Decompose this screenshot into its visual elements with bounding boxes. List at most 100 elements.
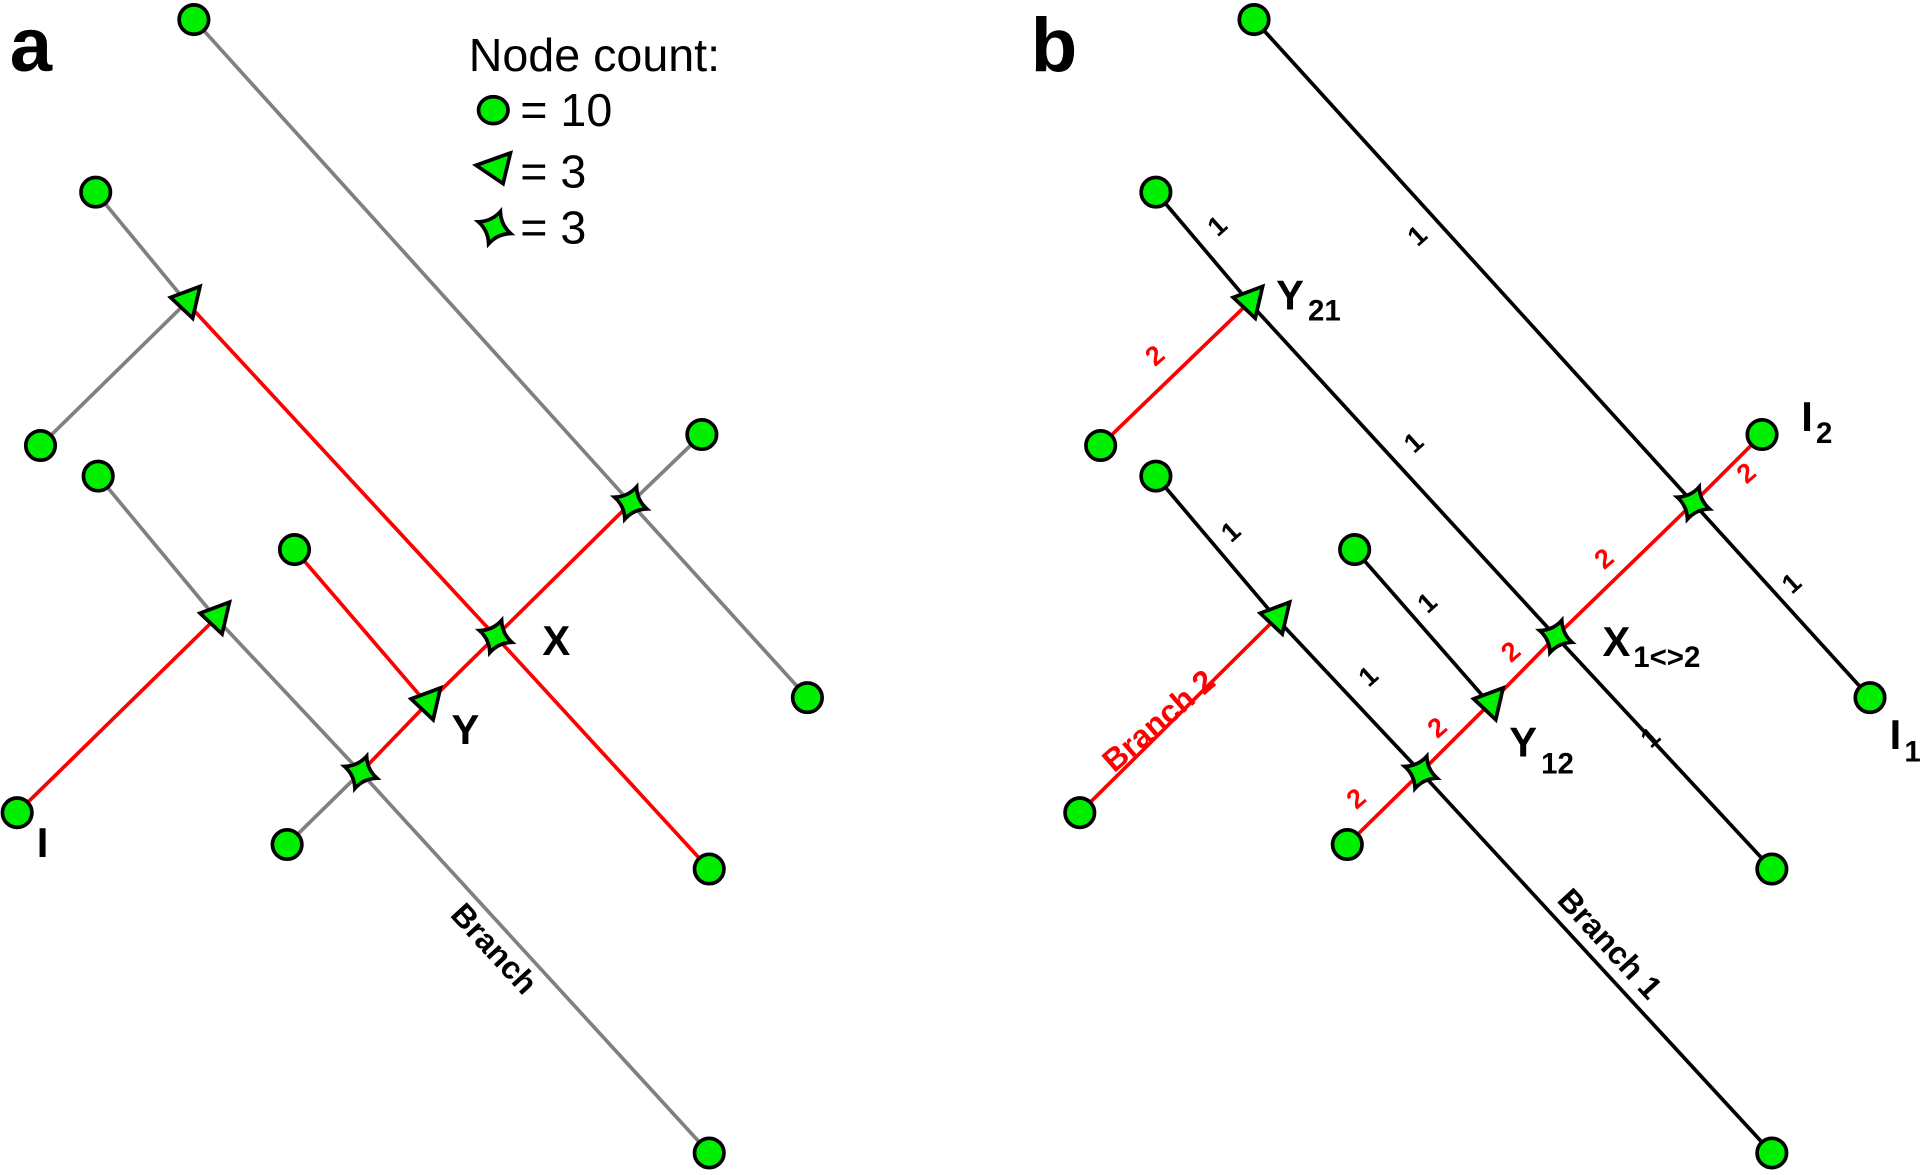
label-I2-sub: 2 [1816, 417, 1832, 450]
b-edge-c4-t2 [1154, 474, 1278, 620]
a-circle-node-c9 [790, 681, 824, 715]
edge-weight-label: 2 [1139, 339, 1170, 371]
b-circle-node-c9 [1853, 681, 1887, 715]
b-circle-node-c6 [1063, 796, 1097, 830]
label-I1-sub: 1 [1904, 735, 1920, 768]
a-edge-t2-s3 [214, 616, 363, 774]
label-Y: Y [452, 706, 480, 753]
label-Y21-main: Y [1276, 272, 1304, 319]
a-edge-s1-c9 [629, 501, 809, 699]
edge-weight-label: 2 [1731, 457, 1762, 489]
a-edge-c3-t1 [39, 301, 188, 447]
b-circle-node-c4 [1139, 459, 1173, 493]
a-circle-node-c4 [81, 459, 115, 493]
legend-item-triangle: = 3 [472, 145, 586, 197]
circle-node-icon [476, 94, 510, 126]
b-edge-c7-s3 [1346, 771, 1423, 846]
a-circle-node-c7 [270, 828, 304, 862]
b-circle-node-c10 [1755, 852, 1789, 886]
b-edge-s2-s1 [1554, 501, 1695, 638]
b-edge-s3-t3 [1419, 702, 1491, 774]
legend-circle-count: = 10 [520, 84, 612, 136]
a-circle-node-c3 [23, 428, 58, 463]
edge-weight-label: 1 [1776, 567, 1807, 599]
legend-title: Node count: [469, 29, 720, 81]
legend-item-star: = 3 [470, 202, 586, 254]
b-circle-node-c3 [1084, 428, 1118, 463]
edge-weight-label: 1 [1202, 210, 1233, 242]
label-X12: X 1<>2 [1603, 618, 1701, 674]
a-edge-c1-s1 [192, 18, 633, 505]
panel-a: a Node count: = 10 = 3 = 3 I X Y Branch [0, 3, 824, 1170]
panel-a-nodes [0, 3, 824, 1170]
panel-b-nodes [1063, 3, 1887, 1170]
b-edge-t1-s2 [1247, 301, 1558, 638]
a-circle-node-c1 [177, 3, 211, 37]
a-edge-s2-c10 [494, 635, 711, 871]
label-Y12-sub: 12 [1541, 748, 1574, 781]
b-edge-c2-t1 [1154, 190, 1251, 304]
a-edge-c2-t1 [94, 190, 188, 304]
edge-weight-label: 1 [1215, 516, 1246, 548]
label-branch-1: Branch 1 [1551, 881, 1670, 1006]
label-Y12-main: Y [1509, 718, 1537, 765]
legend-triangle-count: = 3 [520, 145, 586, 197]
b-edge-s2-c10 [1554, 635, 1774, 871]
a-circle-node-c5 [277, 533, 312, 567]
edge-weight-label: 2 [1495, 635, 1526, 667]
b-edge-c5-t3 [1353, 548, 1492, 705]
star-node-icon [470, 203, 519, 252]
b-circle-node-c8 [1745, 417, 1779, 452]
legend-star-count: = 3 [520, 202, 586, 254]
legend: Node count: = 10 = 3 = 3 [469, 29, 720, 254]
edge-weight-label: 1 [1402, 220, 1433, 252]
label-branch: Branch [444, 896, 545, 1001]
b-edge-c1-s1 [1252, 18, 1695, 505]
a-circle-node-c11 [692, 1136, 726, 1170]
b-circle-node-c1 [1237, 3, 1271, 37]
a-circle-node-c6 [0, 796, 34, 830]
edge-weight-label: 1 [1353, 660, 1384, 692]
b-edge-c3-t1 [1099, 300, 1251, 447]
label-X: X [542, 617, 570, 664]
a-edge-t1-s2 [185, 301, 498, 638]
a-edge-s3-t3 [359, 702, 429, 774]
label-X-main: X [1603, 618, 1631, 665]
b-edge-t2-s3 [1274, 616, 1423, 774]
label-I2-main: I [1801, 393, 1813, 440]
panel-b-edges [1078, 18, 1872, 1155]
label-I: I [37, 819, 49, 866]
label-I1-main: I [1890, 711, 1902, 758]
b-circle-node-c7 [1330, 828, 1364, 862]
legend-item-circle: = 10 [476, 84, 612, 136]
label-I2: I 2 [1801, 393, 1832, 450]
a-circle-node-c10 [692, 852, 726, 886]
a-edge-c4-t2 [96, 474, 218, 620]
b-circle-node-c11 [1755, 1136, 1789, 1170]
b-edge-c6-t2 [1078, 616, 1278, 815]
edge-weight-label: 2 [1422, 711, 1453, 743]
b-circle-node-c2 [1139, 175, 1173, 209]
a-edge-c6-t2 [15, 616, 218, 815]
a-circle-node-c2 [79, 175, 113, 209]
label-X-sub: 1<>2 [1633, 641, 1700, 674]
a-edge-s3-c11 [359, 771, 711, 1155]
a-edge-s2-s1 [494, 501, 632, 638]
a-edge-c5-t3 [293, 548, 429, 705]
label-Y12: Y 12 [1509, 718, 1574, 780]
a-circle-node-c8 [685, 417, 719, 452]
label-I1: I 1 [1890, 711, 1921, 768]
label-Y21: Y 21 [1276, 272, 1341, 328]
edge-weight-label: 1 [1398, 426, 1429, 458]
b-circle-node-c5 [1338, 533, 1372, 567]
edge-weight-label: 1 [1412, 587, 1443, 619]
edge-weight-label: 2 [1588, 542, 1619, 574]
b-edge-s1-c9 [1691, 501, 1872, 699]
b-edge-s3-c11 [1419, 771, 1774, 1155]
panel-a-edges [15, 18, 809, 1155]
panel-a-letter: a [10, 3, 53, 88]
panel-b-letter: b [1031, 3, 1077, 88]
edge-weight-label: 2 [1341, 782, 1372, 814]
label-branch-2: Branch 2 [1095, 662, 1222, 778]
